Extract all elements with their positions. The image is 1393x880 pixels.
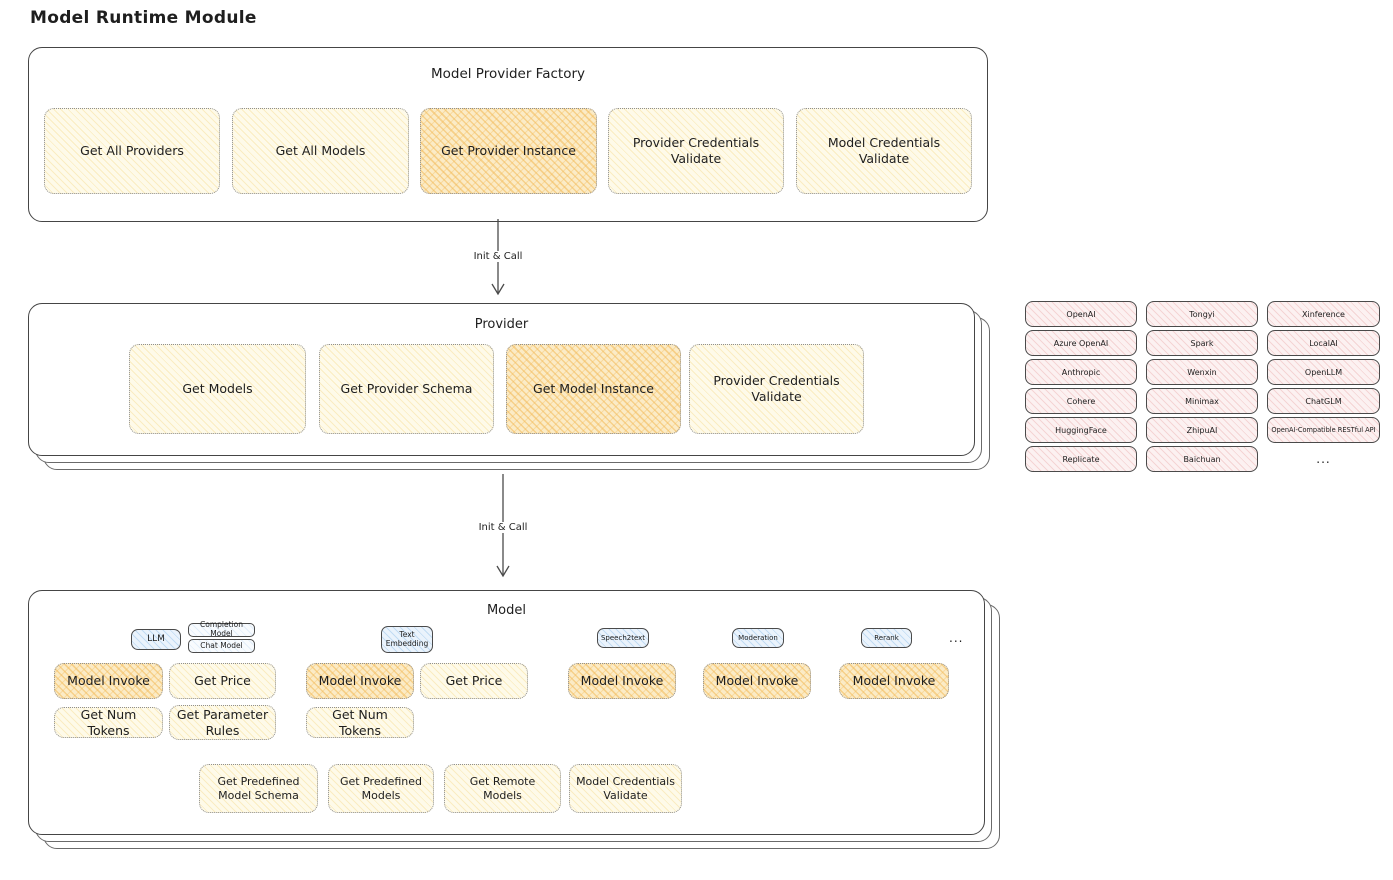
provider-method-provider-credentials-validate: Provider Credentials Validate [689, 344, 864, 434]
provider-title: Provider [474, 317, 529, 332]
provider-chip-anthropic: Anthropic [1025, 359, 1137, 385]
llm-method-get-num-tokens: Get Num Tokens [54, 707, 163, 738]
factory-method-get-all-providers: Get All Providers [44, 108, 220, 194]
provider-chip-localai: LocalAI [1267, 330, 1380, 356]
factory-panel: Model Provider Factory Get All Providers… [28, 47, 988, 222]
provider-chip-minimax: Minimax [1146, 388, 1258, 414]
model-title: Model [486, 603, 527, 618]
provider-chip-wenxin: Wenxin [1146, 359, 1258, 385]
provider-grid: OpenAI Tongyi Xinference Azure OpenAI Sp… [1025, 301, 1380, 472]
rerank-method-model-invoke: Model Invoke [839, 663, 949, 699]
text-embedding-method-get-price: Get Price [420, 663, 528, 699]
provider-chip-baichuan: Baichuan [1146, 446, 1258, 472]
model-types-ellipsis: ... [949, 631, 964, 645]
factory-method-get-all-models: Get All Models [232, 108, 409, 194]
provider-chip-zhipuai: ZhipuAI [1146, 417, 1258, 443]
model-type-tab-completion-model: Completion Model [188, 621, 255, 638]
model-type-tab-rerank: Rerank [861, 628, 912, 648]
model-type-tab-text-embedding: Text Embedding [381, 626, 433, 653]
factory-method-get-provider-instance: Get Provider Instance [420, 108, 597, 194]
provider-method-get-models: Get Models [129, 344, 306, 434]
llm-method-get-price: Get Price [169, 663, 276, 699]
factory-method-provider-credentials-validate: Provider Credentials Validate [608, 108, 784, 194]
provider-panel: Provider Get Models Get Provider Schema … [28, 303, 975, 456]
llm-method-get-parameter-rules: Get Parameter Rules [169, 705, 276, 740]
provider-chip-replicate: Replicate [1025, 446, 1137, 472]
model-type-tab-chat-model: Chat Model [188, 639, 255, 653]
moderation-method-model-invoke: Model Invoke [703, 663, 811, 699]
provider-chip-xinference: Xinference [1267, 301, 1380, 327]
init-call-label-1: Init & Call [470, 251, 526, 262]
text-embedding-method-model-invoke: Model Invoke [306, 663, 414, 699]
provider-grid-ellipsis: ... [1316, 452, 1331, 466]
model-panel: Model LLM Completion Model Chat Model Te… [28, 590, 985, 835]
model-method-model-credentials-validate: Model Credentials Validate [569, 764, 682, 813]
provider-chip-openai-compatible: OpenAI-Compatible RESTful API [1267, 417, 1380, 443]
provider-chip-huggingface: HuggingFace [1025, 417, 1137, 443]
provider-method-get-provider-schema: Get Provider Schema [319, 344, 494, 434]
model-type-tab-llm: LLM [131, 629, 181, 650]
provider-chip-spark: Spark [1146, 330, 1258, 356]
provider-chip-cohere: Cohere [1025, 388, 1137, 414]
factory-title: Model Provider Factory [430, 66, 585, 82]
factory-method-model-credentials-validate: Model Credentials Validate [796, 108, 972, 194]
model-method-get-remote-models: Get Remote Models [444, 764, 561, 813]
provider-method-get-model-instance: Get Model Instance [506, 344, 681, 434]
provider-chip-openai: OpenAI [1025, 301, 1137, 327]
model-method-get-predefined-models: Get Predefined Models [328, 764, 434, 813]
model-method-get-predefined-model-schema: Get Predefined Model Schema [199, 764, 318, 813]
model-type-tab-speech2text: Speech2text [597, 628, 649, 648]
page-title: Model Runtime Module [30, 8, 257, 28]
provider-chip-openllm: OpenLLM [1267, 359, 1380, 385]
init-call-label-2: Init & Call [475, 522, 531, 533]
provider-chip-chatglm: ChatGLM [1267, 388, 1380, 414]
llm-method-model-invoke: Model Invoke [54, 663, 163, 699]
model-type-tab-moderation: Moderation [732, 628, 784, 648]
text-embedding-method-get-num-tokens: Get Num Tokens [306, 707, 414, 738]
speech2text-method-model-invoke: Model Invoke [568, 663, 676, 699]
provider-chip-tongyi: Tongyi [1146, 301, 1258, 327]
provider-chip-azure-openai: Azure OpenAI [1025, 330, 1137, 356]
